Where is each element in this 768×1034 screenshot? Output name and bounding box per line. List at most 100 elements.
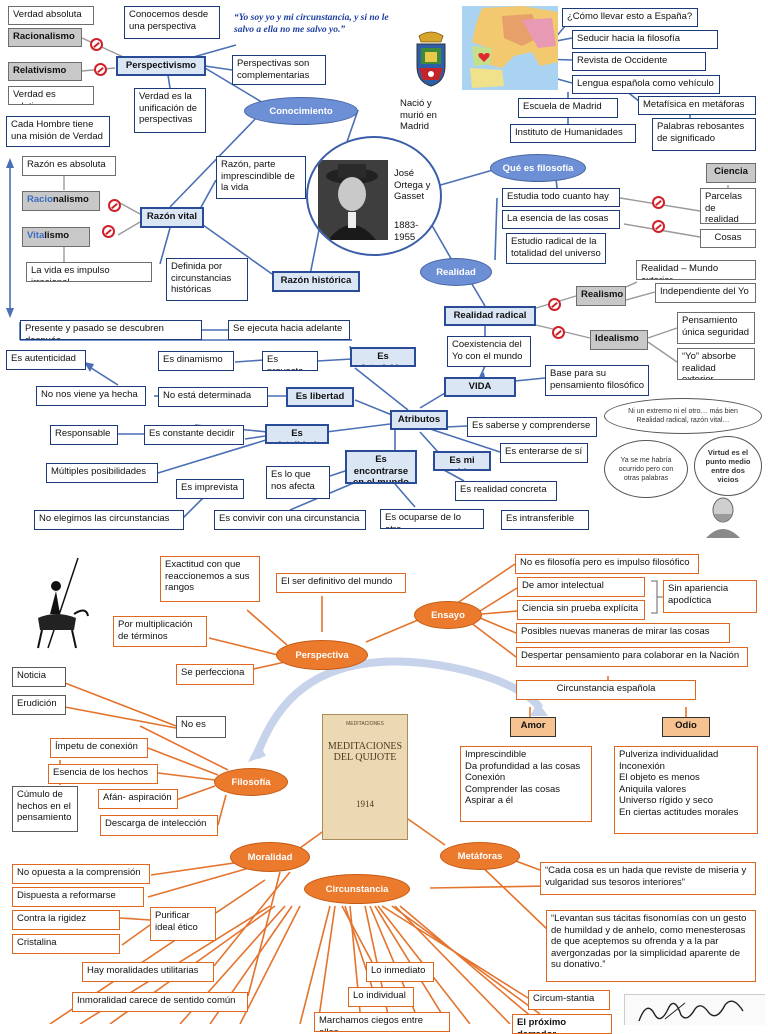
odio-item: Pulveriza individualidad [619, 749, 719, 760]
encontrarse-node: Es encontrarse en el mundo [345, 450, 417, 484]
multiplicacion-box: Por multiplicación de términos [113, 616, 207, 647]
imprevista-box: Es imprevista [176, 479, 244, 499]
thought-cloud-realidad: Ni un extremo ni el otro… más bien Reali… [604, 398, 762, 434]
estudia-box: Estudia todo cuanto hay [502, 188, 620, 207]
revista-box: Revista de Occidente [572, 52, 706, 71]
idealismo-box: Idealismo [590, 330, 648, 350]
autenticidad-box: Es autenticidad [6, 350, 86, 370]
forbidden-sign-icon [94, 63, 107, 76]
futuricion-node: Es futurición [350, 347, 416, 367]
racio-suffix: nalismo [52, 194, 89, 205]
metaforas-node: Metáforas [440, 842, 520, 870]
book-cover-image: MEDITACIONES MEDITACIONES DEL QUIJOTE 19… [322, 714, 408, 840]
dispuesta-box: Dispuesta a reformarse [12, 887, 144, 907]
no-viene-box: No nos viene ya hecha [36, 386, 146, 406]
amor-item: Imprescindible [465, 749, 527, 760]
intransferible-box: Es intransferible [501, 510, 589, 530]
book-small-text: MEDITACIONES [346, 721, 384, 727]
mi-vida-node: Es mi vida [433, 451, 491, 471]
no-opuesta-box: No opuesta a la comprensión [12, 864, 150, 884]
realidad-mundo-box: Realidad – Mundo exterior [636, 260, 756, 280]
estudio-radical-box: Estudio radical de la totalidad del univ… [506, 233, 606, 264]
razon-vital-node: Razón vital [140, 207, 204, 228]
odio-item: Aniquila valores [619, 783, 687, 795]
don-quijote-sketch-icon [26, 556, 96, 652]
lo-que-afecta-box: Es lo que nos afecta [266, 466, 330, 499]
lengua-box: Lengua española como vehículo [572, 75, 720, 94]
odio-item: Universo rígido y seco [619, 795, 713, 806]
libertad-node: Es libertad [286, 387, 354, 407]
vita-suffix: lismo [44, 230, 70, 241]
forbidden-sign-icon [552, 326, 565, 339]
perspectiva-node: Perspectiva [276, 640, 368, 670]
realismo-box: Realismo [576, 286, 626, 306]
despertar-box: Despertar pensamiento para colaborar en … [516, 647, 748, 667]
realidad-radical-node: Realidad radical [444, 306, 536, 326]
perfecciona-box: Se perfecciona [176, 664, 254, 685]
mision-verdad-box: Cada Hombre tiene una misión de Verdad [6, 116, 110, 147]
proyecto-box: Es proyecto [262, 351, 318, 371]
filosofia-node: Filosofía [214, 768, 288, 796]
signature-image [624, 994, 765, 1025]
no-filosofia-box: No es filosofía pero es impulso filosófi… [515, 554, 699, 574]
amor-item: Comprender las cosas [465, 783, 561, 795]
racionalismo-box: Racionalismo [8, 28, 82, 47]
odio-box: Odio [662, 717, 710, 737]
inmoralidad-box: Inmoralidad carece de sentido común [72, 992, 248, 1012]
complementarias-box: Perspectivas son complementarias [232, 55, 326, 85]
metafisica-box: Metafísica en metáforas [638, 96, 756, 115]
vitalismo-box: Vitalismo [22, 227, 90, 247]
descarga-box: Descarga de intelección [100, 815, 218, 836]
purificar-box: Purificar ideal ético [150, 907, 216, 941]
exactitud-box: Exactitud con que reaccionemos a sus ran… [160, 556, 260, 602]
book-title: MEDITACIONES DEL QUIJOTE [327, 741, 403, 763]
odio-item: Inconexión [619, 760, 665, 772]
ciencia-box: Ciencia [706, 163, 756, 183]
conocemos-box: Conocemos desde una perspectiva [124, 6, 220, 39]
razon-parte-box: Razón, parte imprescindible de la vida [216, 156, 306, 199]
esencia-box: La esencia de las cosas [502, 210, 620, 229]
esencia-hechos-box: Esencia de los hechos [48, 764, 158, 784]
amor-item: Da profundidad a las cosas [465, 760, 581, 772]
relativismo-box: Relativismo [8, 62, 82, 81]
inmediato-box: Lo inmediato [366, 962, 434, 982]
forbidden-sign-icon [90, 38, 103, 51]
parcelas-box: Parcelas de realidad [700, 188, 756, 224]
fatalidad-node: Es fatalidad [265, 424, 329, 444]
multiples-box: Múltiples posibilidades [46, 463, 158, 483]
circum-box: Circum-stantia [528, 990, 610, 1010]
europe-map-icon [462, 6, 558, 90]
verdad-relativa-box: Verdad es relativa [8, 86, 94, 105]
ejecuta-box: Se ejecuta hacia adelante [228, 320, 350, 340]
que-es-filosofia-node: Qué es filosofía [490, 154, 586, 182]
escuela-box: Escuela de Madrid [518, 98, 618, 118]
impetu-box: Ímpetu de conexión [50, 738, 148, 758]
no-determinada-box: No está determinada [158, 387, 268, 407]
constante-box: Es constante decidir [144, 425, 244, 445]
yo-absorbe-box: “Yo” absorbe realidad exterior [677, 348, 755, 380]
years-text: 1883-1955 [394, 220, 419, 243]
forbidden-sign-icon [652, 220, 665, 233]
portrait-photo: José Ortega y Gasset 1883-1955 [306, 136, 442, 256]
como-llevar-box: ¿Cómo llevar esto a España? [562, 8, 698, 27]
ser-definitivo-box: El ser definitivo del mundo [276, 573, 406, 593]
circunstancia-node: Circunstancia [304, 874, 410, 904]
philosopher-bust-icon [700, 496, 746, 538]
cristalina-box: Cristalina [12, 934, 120, 954]
no-es-box: No es [176, 716, 226, 738]
forbidden-sign-icon [652, 196, 665, 209]
seducir-box: Seducir hacia la filosofía [572, 30, 718, 49]
moralidad-node: Moralidad [230, 842, 310, 872]
conocimiento-node: Conocimiento [244, 97, 358, 125]
sin-apariencia-box: Sin apariencia apodíctica [663, 580, 757, 613]
no-elegimos-box: No elegimos las circunstancias [34, 510, 184, 530]
independiente-box: Independiente del Yo [655, 283, 756, 303]
contra-box: Contra la rigidez [12, 910, 120, 930]
cumulo-box: Cúmulo de hechos en el pensamiento [12, 786, 78, 832]
atributos-node: Atributos [390, 410, 448, 430]
proximo-box: El próximo derredor [512, 1014, 612, 1034]
afan-box: Afán- aspiración [98, 789, 178, 809]
ciencia-sin-box: Ciencia sin prueba explícita [517, 600, 645, 620]
presente-pasado-box: Presente y pasado se descubren después [20, 320, 202, 340]
individual-box: Lo individual [348, 987, 414, 1007]
